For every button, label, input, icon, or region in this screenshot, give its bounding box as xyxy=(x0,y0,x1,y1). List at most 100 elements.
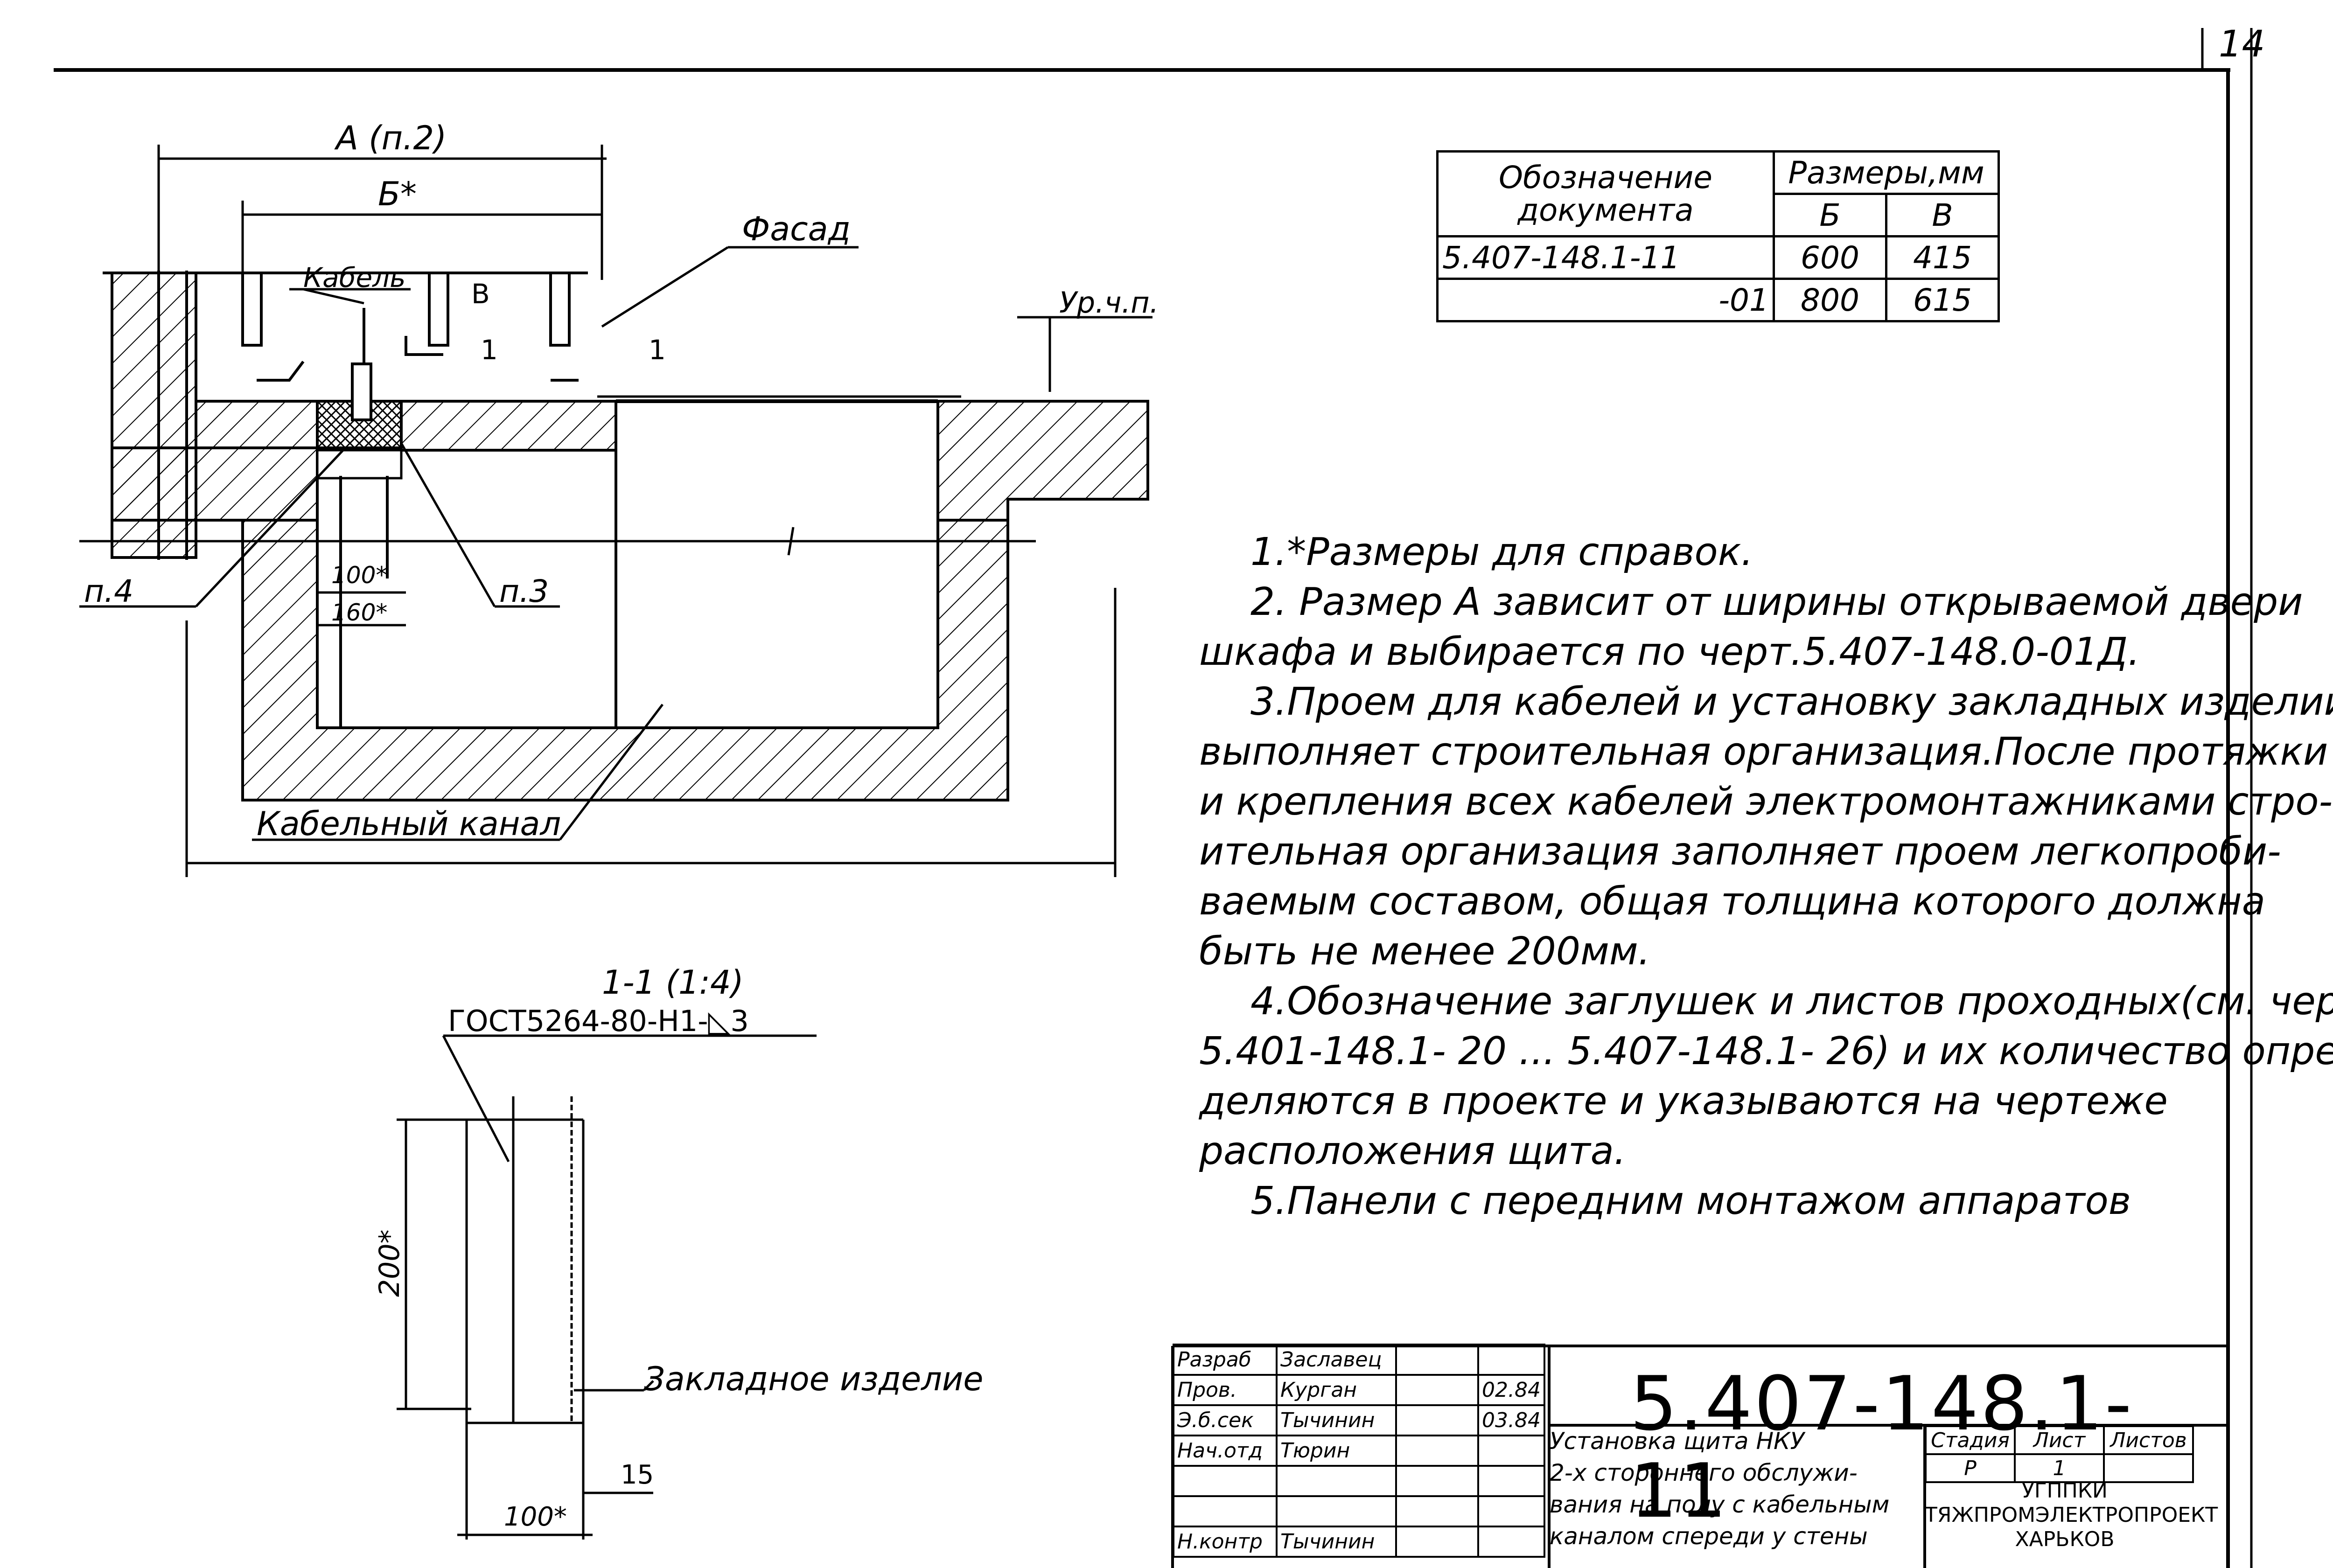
stage-label: Стадия xyxy=(1925,1425,2016,1455)
embedded-part-label: Закладное изделие xyxy=(644,1360,983,1398)
spec-table: Обозначение документа Размеры,мм Б В 5.4… xyxy=(1436,150,2000,322)
note-line: выполняет строительная организация.После… xyxy=(1199,730,2328,774)
signature-row: Разраб Заславец xyxy=(1173,1344,1545,1376)
sig-signature xyxy=(1395,1495,1479,1527)
dim-160-label: 160* xyxy=(331,599,387,626)
title-line: 2-х стороннего обслужи- xyxy=(1550,1459,1858,1486)
org-line: ТЯЖПРОМЭЛЕКТРОПРОЕКТ xyxy=(1925,1503,2218,1527)
signature-row xyxy=(1173,1465,1545,1497)
facade-label: Фасад xyxy=(742,210,851,248)
sig-signature xyxy=(1395,1435,1479,1467)
section-mark-left: 1 xyxy=(481,334,498,366)
floor-slab xyxy=(111,400,1149,522)
dimension-lines xyxy=(79,145,1117,877)
sig-role: Нач.отд xyxy=(1173,1435,1278,1467)
header-sizes: Размеры,мм xyxy=(1773,150,2000,195)
sheet-number: 14 xyxy=(2219,23,2265,65)
organization: УГППКИ ТЯЖПРОМЭЛЕКТРОПРОЕКТ ХАРЬКОВ xyxy=(1925,1479,2218,1552)
signature-row: Нач.отд Тюрин xyxy=(1173,1435,1545,1467)
cable-label: Кабель xyxy=(303,262,405,293)
table-row: 5.407-148.1-11 600 415 xyxy=(1436,235,2000,280)
sheet-value: 1 xyxy=(2014,1453,2105,1483)
stage-table: Стадия Лист Листов Р 1 xyxy=(1925,1425,2194,1483)
sig-date xyxy=(1477,1435,1545,1467)
weld-spec: ГОСТ5264-80-Н1-◺3 xyxy=(448,1004,749,1038)
org-line: УГППКИ xyxy=(2022,1479,2108,1503)
dim-100-label: 100* xyxy=(331,562,387,589)
section-title: 1-1 (1:4) xyxy=(602,963,744,1002)
signature-table: Разраб Заславец Пров. Курган 02.84 Э.б.с… xyxy=(1173,1344,1545,1558)
row-v: 415 xyxy=(1885,235,2000,280)
note-line: 5.401-148.1- 20 ... 5.407-148.1- 26) и и… xyxy=(1199,1029,2333,1073)
table-row: -01 800 615 xyxy=(1436,278,2000,322)
row-b: 600 xyxy=(1773,235,1887,280)
sig-role xyxy=(1173,1495,1278,1527)
note-line: 3.Проем для кабелей и установку закладны… xyxy=(1250,680,2333,724)
sig-date xyxy=(1477,1344,1545,1376)
sig-date xyxy=(1477,1495,1545,1527)
row-v: 615 xyxy=(1885,278,2000,322)
header-doc-line1: Обозначение xyxy=(1499,159,1712,195)
floor-level-label: Ур.ч.п. xyxy=(1059,286,1159,320)
sheet-frame xyxy=(54,28,2253,1568)
cable-channel-label: Кабельный канал xyxy=(257,805,561,843)
sig-date: 03.84 xyxy=(1477,1404,1545,1436)
sig-role xyxy=(1173,1465,1278,1497)
dim-a-label: А (п.2) xyxy=(334,119,447,157)
sig-signature xyxy=(1395,1344,1479,1376)
sig-name: Заславец xyxy=(1276,1344,1397,1376)
row-doc: -01 xyxy=(1436,278,1775,322)
p4-label: п.4 xyxy=(84,573,133,609)
note-line: 1.*Размеры для справок. xyxy=(1250,530,1753,574)
sheet-label: Лист xyxy=(2014,1425,2105,1455)
sig-name: Тюрин xyxy=(1276,1435,1397,1467)
sig-name: Тычинин xyxy=(1276,1526,1397,1558)
sig-role: Разраб xyxy=(1173,1344,1278,1376)
row-doc: 5.407-148.1-11 xyxy=(1436,235,1775,280)
title-line: Установка щита НКУ xyxy=(1550,1428,1805,1455)
sig-name xyxy=(1276,1465,1397,1497)
section-view xyxy=(397,1034,817,1540)
note-line: и крепления всех кабелей электромонтажни… xyxy=(1199,780,2333,824)
dim-b-label: Б* xyxy=(378,175,417,213)
sheets-value xyxy=(2103,1453,2194,1483)
title-line: каналом спереди у стены xyxy=(1550,1523,1868,1550)
sig-signature xyxy=(1395,1374,1479,1406)
header-doc-line2: документа xyxy=(1517,192,1694,228)
note-line: 4.Обозначение заглушек и листов проходны… xyxy=(1250,979,2333,1024)
title-block: Разраб Заславец Пров. Курган 02.84 Э.б.с… xyxy=(1173,1344,2218,1568)
document-code: 5.407-148.1-11 xyxy=(1630,1360,2134,1534)
note-line: деляются в проекте и указываются на черт… xyxy=(1199,1079,2168,1123)
note-line: ваемым составом, общая толщина которого … xyxy=(1199,879,2265,924)
org-line: ХАРЬКОВ xyxy=(2015,1527,2115,1551)
note-line: шкафа и выбирается по черт.5.407-148.0-0… xyxy=(1199,630,2140,674)
sig-signature xyxy=(1395,1465,1479,1497)
header-col-b: Б xyxy=(1773,193,1887,237)
note-line: 5.Панели с передним монтажом аппаратов xyxy=(1250,1179,2131,1223)
notes: 1.*Размеры для справок. 2. Размер А зави… xyxy=(1199,527,2333,1226)
cable-channel xyxy=(241,395,1009,801)
dim-200-label: 200* xyxy=(373,1229,406,1297)
sig-role: Э.б.сек xyxy=(1173,1404,1278,1436)
signature-row: Э.б.сек Тычинин 03.84 xyxy=(1173,1404,1545,1436)
note-line: быть не менее 200мм. xyxy=(1199,929,1650,974)
sig-role: Н.контр xyxy=(1173,1526,1278,1558)
leader-lines xyxy=(79,246,1153,841)
sig-name: Курган xyxy=(1276,1374,1397,1406)
section-mark-right: 1 xyxy=(649,334,666,366)
signature-row xyxy=(1173,1495,1545,1527)
sig-signature xyxy=(1395,1526,1479,1558)
dim-100-section-label: 100* xyxy=(504,1502,567,1532)
header-doc: Обозначение документа xyxy=(1436,150,1775,237)
sheets-label: Листов xyxy=(2103,1425,2194,1455)
stage-value: Р xyxy=(1925,1453,2016,1483)
sig-date xyxy=(1477,1465,1545,1497)
sig-role: Пров. xyxy=(1173,1374,1278,1406)
v-label: В xyxy=(471,278,490,310)
sig-date xyxy=(1477,1526,1545,1558)
signature-row: Пров. Курган 02.84 xyxy=(1173,1374,1545,1406)
sig-signature xyxy=(1395,1404,1479,1436)
dim-15-label: 15 xyxy=(621,1460,654,1490)
p3-label: п.3 xyxy=(499,573,549,609)
